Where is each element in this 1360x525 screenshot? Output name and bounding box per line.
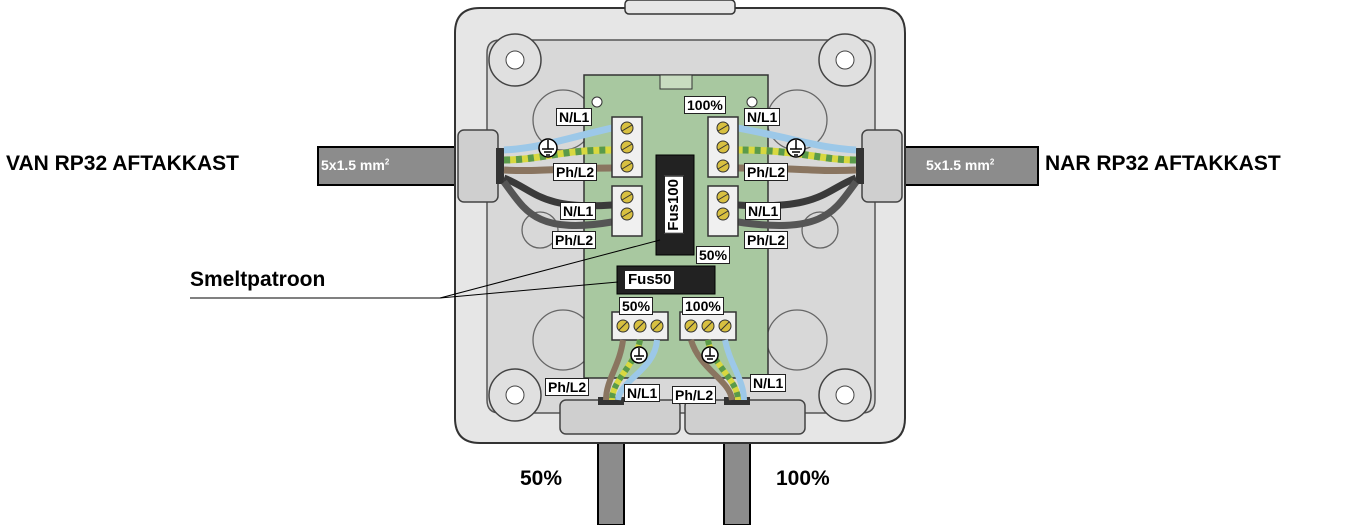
terminal-block-left-bottom [611, 185, 643, 237]
terminal-block-right-bottom [707, 185, 739, 237]
target-label: NAR RP32 AFTAKKAST [1045, 152, 1281, 175]
tag-left-top-n: N/L1 [556, 108, 593, 126]
terminal-block-left-top [611, 116, 643, 178]
tag-bottom-right-pct: 100% [682, 297, 724, 315]
fuse-100-label: Fus100 [664, 176, 684, 234]
tag-right-top-ph: Ph/L2 [744, 163, 789, 181]
bottom-cable-100 [723, 439, 751, 525]
tag-right-top-n: N/L1 [744, 108, 781, 126]
tag-bottom-left-pct: 50% [619, 297, 654, 315]
fuse-callout-leader-1 [439, 239, 661, 299]
earth-icon-left [538, 138, 558, 158]
terminal-block-bottom-100 [679, 311, 737, 341]
earth-icon-bottom-right [701, 346, 719, 364]
wire-black-in-2 [501, 179, 613, 229]
tag-bottom-right-ph: Ph/L2 [672, 386, 717, 404]
fuse-callout-label: Smeltpatroon [190, 268, 326, 291]
tag-bottom-left-n: N/L1 [624, 384, 661, 402]
tag-right-bot-ph: Ph/L2 [744, 231, 789, 249]
tag-left-bot-ph: Ph/L2 [552, 231, 597, 249]
earth-icon-bottom-left [630, 346, 648, 364]
wire-blue-out [737, 124, 857, 154]
tag-left-top-ph: Ph/L2 [553, 163, 598, 181]
tag-right-top-pct: 100% [684, 96, 726, 114]
output-100-label: 100% [776, 467, 830, 490]
tag-right-bot-n: N/L1 [745, 202, 782, 220]
fuse-100-body [655, 154, 695, 256]
fuse-callout-leader-2 [439, 281, 619, 299]
tag-left-bot-n: N/L1 [560, 202, 597, 220]
earth-icon-right [786, 138, 806, 158]
fuse-50-label: Fus50 [624, 270, 676, 290]
input-cable-spec: 5x1.5 mm2 [321, 157, 390, 173]
terminal-block-bottom-50 [611, 311, 669, 341]
output-50-label: 50% [520, 467, 563, 490]
output-cable-spec: 5x1.5 mm2 [926, 157, 995, 173]
tag-right-bot-pct: 50% [696, 246, 731, 264]
bottom-cable-50 [597, 439, 625, 525]
tag-bottom-left-ph: Ph/L2 [545, 378, 590, 396]
tag-bottom-right-n: N/L1 [750, 374, 787, 392]
source-label: VAN RP32 AFTAKKAST [6, 152, 239, 175]
terminal-block-right-top [707, 116, 739, 178]
